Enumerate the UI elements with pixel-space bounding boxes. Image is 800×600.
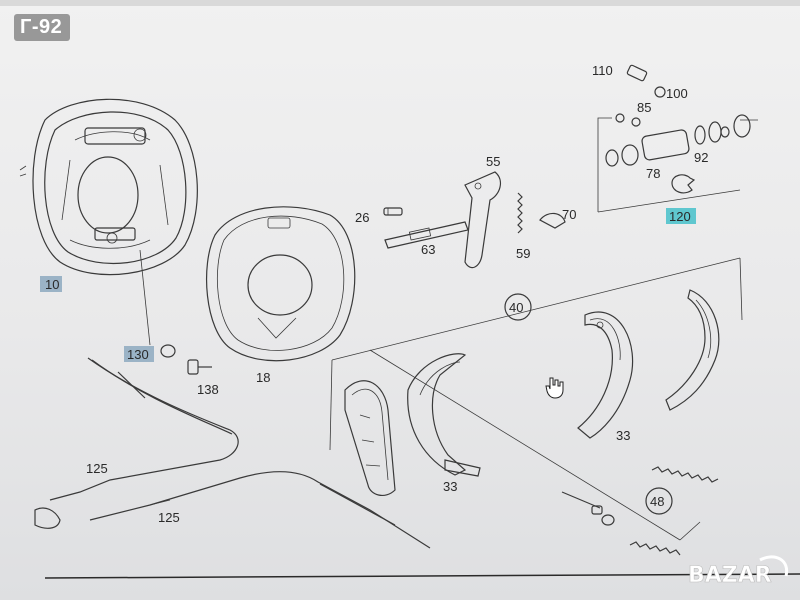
wheel-cylinder-group	[597, 64, 758, 213]
callout-92: 92	[694, 150, 708, 165]
bottom-rule	[44, 573, 800, 579]
brake-shoe-right	[577, 311, 634, 439]
hold-down-pin	[561, 491, 615, 526]
callout-100: 100	[666, 86, 688, 101]
callout-130-highlight	[124, 346, 154, 362]
watermark-text: BAZAR	[688, 563, 772, 588]
cable-grommet	[34, 507, 61, 529]
leader-line	[139, 249, 151, 346]
parking-brake-cable-upper	[49, 357, 239, 501]
callout-125-lower: 125	[158, 510, 180, 525]
nut-130	[160, 344, 176, 358]
callout-78: 78	[646, 166, 660, 181]
callout-70: 70	[562, 207, 576, 222]
callout-55: 55	[486, 154, 500, 169]
clip-70	[539, 212, 566, 229]
return-spring-lower	[629, 541, 681, 556]
hand-cursor-icon	[545, 377, 564, 399]
backing-plate-assembly	[19, 98, 198, 276]
listing-code-label: Г-92	[14, 14, 71, 41]
brake-shoe-frame	[329, 257, 743, 541]
pin-26	[383, 207, 403, 216]
parking-lever-55	[464, 171, 502, 269]
callout-85: 85	[637, 100, 651, 115]
callout-125-upper: 125	[86, 461, 108, 476]
callout-40: 40	[509, 300, 523, 315]
callout-18: 18	[256, 370, 270, 385]
callout-120: 120	[669, 209, 691, 224]
callout-59: 59	[516, 246, 530, 261]
dust-shield	[206, 206, 356, 362]
brake-shoe-far-right	[665, 289, 720, 411]
bazar-logo-icon: BAZAR	[688, 555, 789, 588]
callout-10: 10	[45, 277, 59, 292]
callout-40-circle	[504, 293, 532, 321]
callout-110: 110	[592, 63, 613, 78]
callout-48-circle	[645, 487, 673, 515]
bolt-138	[187, 359, 212, 375]
callout-33-right: 33	[616, 428, 630, 443]
callout-120-highlight	[666, 208, 696, 224]
callout-10-highlight	[40, 276, 62, 292]
callout-130: 130	[127, 347, 149, 362]
window-edge	[0, 0, 800, 6]
callout-138: 138	[197, 382, 219, 397]
brake-shoe-mid	[407, 353, 481, 477]
callout-26: 26	[355, 210, 369, 225]
snap-ring-120	[671, 174, 696, 194]
spring-59	[517, 192, 523, 234]
return-spring-upper	[651, 466, 719, 483]
callout-63: 63	[421, 242, 435, 257]
brake-shoe-left	[344, 380, 396, 497]
callout-33-left: 33	[443, 479, 457, 494]
parking-brake-cable-lower	[89, 471, 431, 549]
callout-48: 48	[650, 494, 664, 509]
